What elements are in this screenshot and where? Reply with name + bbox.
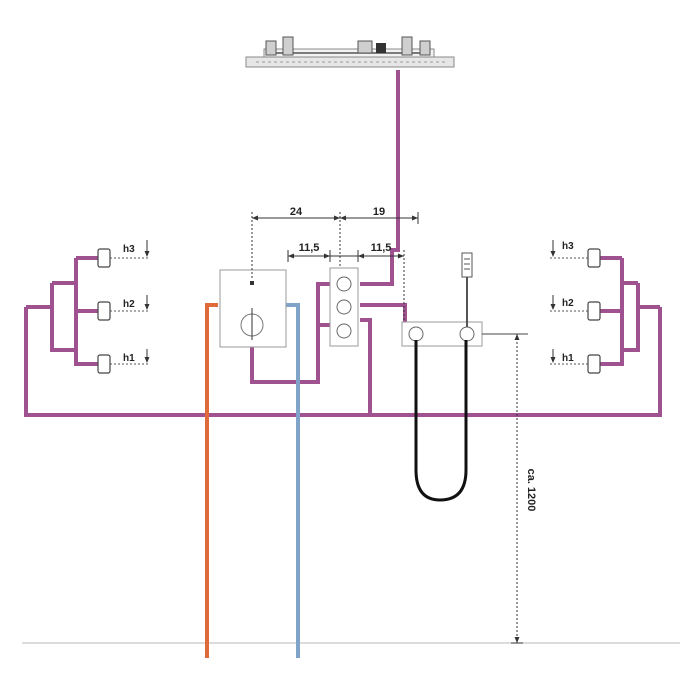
hand-shower-icon bbox=[461, 252, 473, 327]
body-jet-nozzle-icon bbox=[587, 354, 601, 374]
dimension-ticks bbox=[329, 250, 359, 262]
body-jet-left-h2: h2 bbox=[97, 295, 150, 321]
body-jet-label: h3 bbox=[562, 241, 574, 252]
body-jet-left-h1: h1 bbox=[97, 349, 150, 374]
dimension-lines bbox=[251, 212, 523, 644]
body-jet-label: h2 bbox=[562, 298, 574, 309]
hot-water-pipe bbox=[205, 303, 218, 658]
dimension-label-24: 24 bbox=[290, 206, 303, 218]
mixed-water-pipes bbox=[24, 70, 662, 417]
body-jet-nozzle-icon bbox=[97, 248, 111, 268]
cold-water-pipe bbox=[286, 303, 300, 658]
dimension-label-height: ca. 1200 bbox=[525, 469, 537, 512]
body-jet-nozzle-icon bbox=[97, 354, 111, 374]
thermostatic-mixer-icon bbox=[219, 252, 287, 348]
body-jet-right-h2: h2 bbox=[550, 295, 601, 321]
dimension-label-19: 19 bbox=[373, 206, 385, 218]
body-jet-right-h3: h3 bbox=[550, 240, 601, 268]
body-jet-label: h3 bbox=[123, 244, 135, 255]
body-jet-right-h1: h1 bbox=[550, 349, 601, 374]
rain-shower-head-icon bbox=[245, 36, 455, 68]
dimension-label-11-5-left: 11,5 bbox=[299, 242, 320, 254]
shower-hose bbox=[414, 340, 468, 502]
three-way-diverter-icon bbox=[329, 267, 359, 347]
body-jet-label: h1 bbox=[562, 353, 574, 364]
dimension-arrowheads bbox=[252, 215, 520, 643]
body-jet-nozzle-icon bbox=[97, 301, 111, 321]
body-jet-nozzle-icon bbox=[587, 248, 601, 268]
body-jet-label: h1 bbox=[123, 353, 135, 364]
body-jet-left-h3: h3 bbox=[97, 240, 150, 268]
body-jet-label: h2 bbox=[123, 299, 135, 310]
dimension-label-11-5-right: 11,5 bbox=[371, 242, 392, 254]
body-jet-nozzle-icon bbox=[587, 301, 601, 321]
